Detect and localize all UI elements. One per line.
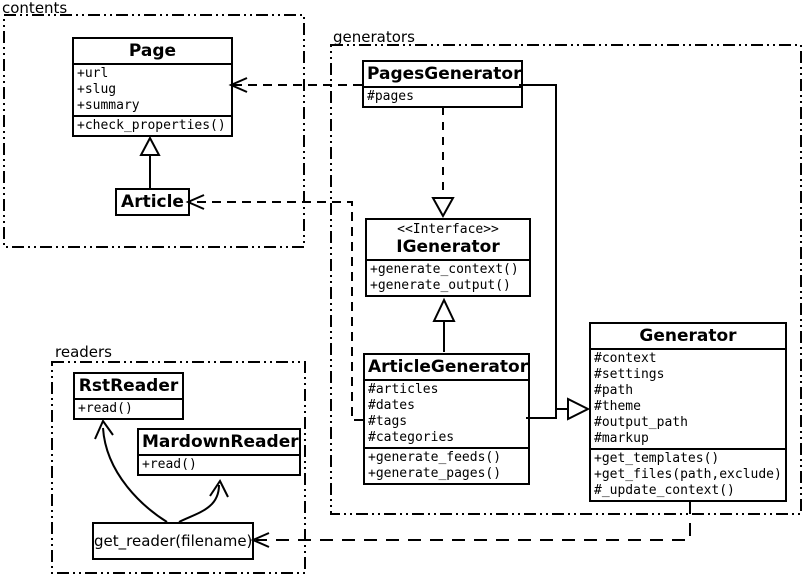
method: +get_files(path,exclude)	[594, 467, 782, 482]
class-article-name: Article	[121, 192, 184, 212]
method: +check_properties()	[77, 118, 226, 133]
attribute: #pages	[367, 89, 414, 104]
method: #_update_context()	[594, 483, 735, 498]
function-box-get-reader: get_reader(filename)	[92, 522, 254, 560]
class-page-methods: +check_properties()	[74, 115, 231, 135]
attribute: #categories	[368, 430, 455, 445]
attribute: #settings	[594, 367, 665, 382]
hollow-triangle-arrowhead	[431, 197, 455, 219]
class-igenerator-name: IGenerator	[396, 237, 500, 257]
class-rst-reader: RstReader +read()	[73, 372, 184, 420]
attribute: #path	[594, 383, 634, 398]
class-mardown-reader-methods: +read()	[139, 454, 299, 474]
package-label-readers: readers	[55, 343, 112, 361]
method: +read()	[142, 457, 197, 472]
attribute: +summary	[77, 98, 140, 113]
arrow-get-reader-to-mardown-reader	[178, 479, 229, 523]
attribute: #articles	[368, 382, 439, 397]
package-label-contents: contents	[2, 0, 68, 17]
method: +generate_output()	[370, 278, 511, 293]
class-igenerator-methods: +generate_context() +generate_output()	[367, 259, 529, 295]
class-generator: Generator #context #settings #path #them…	[589, 322, 787, 502]
class-page: Page +url +slug +summary +check_properti…	[72, 37, 233, 137]
method: +generate_context()	[370, 262, 519, 277]
open-arrowhead	[250, 532, 270, 548]
realization-pages-generator-to-igenerator	[431, 107, 455, 219]
class-pages-generator: PagesGenerator #pages	[362, 60, 523, 108]
attribute: #context	[594, 351, 657, 366]
class-page-attributes: +url +slug +summary	[74, 63, 231, 115]
open-arrowhead	[209, 479, 229, 498]
class-mardown-reader: MardownReader +read()	[137, 428, 301, 476]
class-pages-generator-name: PagesGenerator	[367, 64, 522, 84]
class-generator-attributes: #context #settings #path #theme #output_…	[591, 348, 785, 448]
class-article: Article	[115, 188, 190, 216]
class-article-generator-methods: +generate_feeds() +generate_pages()	[365, 447, 528, 483]
attribute: #dates	[368, 398, 415, 413]
class-article-generator-attributes: #articles #dates #tags #categories	[365, 379, 528, 447]
attribute: #theme	[594, 399, 641, 414]
open-arrowhead	[228, 77, 248, 93]
generalization-article-generator-to-igenerator	[432, 297, 456, 352]
open-arrowhead	[94, 418, 114, 440]
class-igenerator-stereotype: <<Interface>>	[397, 222, 499, 237]
method: +get_templates()	[594, 451, 720, 466]
dependency-generator-to-get-reader	[250, 501, 691, 548]
class-igenerator: <<Interface>> IGenerator +generate_conte…	[365, 218, 531, 297]
hollow-triangle-arrowhead	[139, 135, 161, 156]
method: +read()	[78, 401, 133, 416]
class-igenerator-header: <<Interface>> IGenerator	[367, 220, 529, 259]
class-mardown-reader-name: MardownReader	[142, 432, 299, 452]
dependency-article-generator-to-article	[185, 194, 363, 421]
attribute: #tags	[368, 414, 408, 429]
class-generator-name: Generator	[639, 326, 737, 346]
class-article-generator: ArticleGenerator #articles #dates #tags …	[363, 353, 530, 485]
hollow-triangle-arrowhead	[567, 397, 591, 421]
class-rst-reader-name: RstReader	[78, 376, 179, 396]
package-label-generators: generators	[333, 28, 415, 46]
open-arrowhead	[185, 194, 205, 210]
method: +generate_feeds()	[368, 450, 502, 465]
class-generator-methods: +get_templates() +get_files(path,exclude…	[591, 448, 785, 500]
class-article-generator-name: ArticleGenerator	[368, 357, 529, 377]
attribute: +url	[77, 66, 109, 81]
attribute: #output_path	[594, 415, 688, 430]
hollow-triangle-arrowhead	[432, 297, 456, 322]
method: +generate_pages()	[368, 466, 502, 481]
attribute: #markup	[594, 431, 649, 446]
dependency-pages-generator-to-page	[228, 77, 362, 93]
generalization-article-to-page	[139, 135, 161, 188]
class-page-name: Page	[128, 41, 177, 61]
class-rst-reader-methods: +read()	[75, 398, 182, 418]
attribute: +slug	[77, 82, 117, 97]
class-pages-generator-attributes: #pages	[364, 86, 521, 106]
